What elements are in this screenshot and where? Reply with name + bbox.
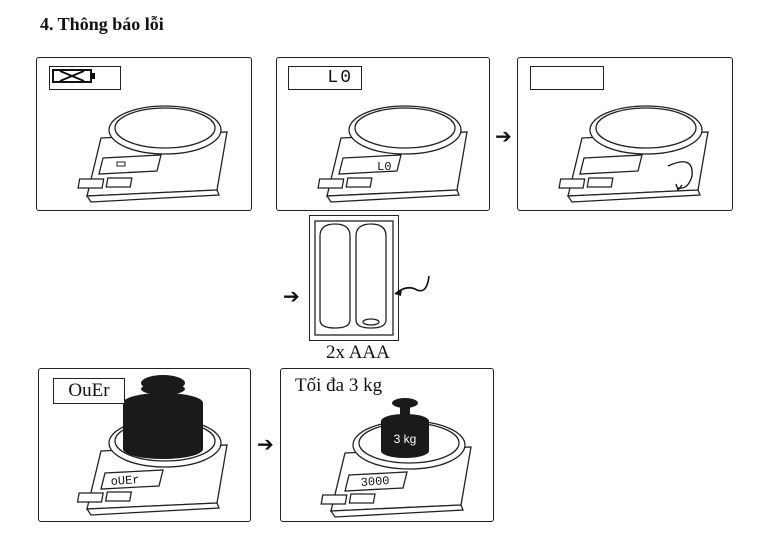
- scale-illustration: [77, 105, 228, 203]
- scale-lcd-text: L0: [377, 160, 391, 174]
- weight-label: 3 kg: [394, 432, 417, 446]
- panel-power-off: [517, 57, 733, 211]
- arrow-right-icon: ➔: [257, 432, 274, 456]
- display-readout: L0: [288, 66, 362, 90]
- low-battery-icon: [52, 69, 95, 83]
- display-readout: [49, 66, 121, 90]
- display-text: L0: [327, 68, 353, 88]
- panel-low-indicator: L0 L0: [276, 57, 490, 211]
- battery-caption: 2x AAA: [326, 342, 390, 363]
- max-capacity-label: Tối đa 3 kg: [295, 375, 383, 396]
- section-title: 4. Thông báo lỗi: [40, 14, 164, 34]
- panel-max-capacity: 3 kg 3000 Tối đa 3 kg: [280, 368, 494, 522]
- display-text: OuEr: [68, 380, 110, 401]
- scale-illustration: 3 kg 3000: [320, 398, 472, 518]
- scale-lcd-text: 3000: [360, 474, 390, 490]
- weight-icon: [381, 398, 429, 458]
- battery-illustration: [314, 220, 394, 336]
- rotate-arrow-icon: [667, 161, 693, 189]
- arrow-right-icon: ➔: [283, 284, 300, 308]
- scale-illustration: L0: [317, 105, 468, 203]
- panel-overload: oUEr OuEr: [38, 368, 251, 522]
- display-readout: OuEr: [53, 378, 125, 404]
- display-readout: [530, 66, 604, 90]
- scale-lcd-text: oUEr: [110, 473, 140, 489]
- cable-icon: [394, 275, 430, 296]
- scale-illustration: [558, 105, 709, 203]
- weight-icon: [123, 375, 203, 459]
- battery-compartment: [309, 215, 399, 341]
- panel-low-battery: [36, 57, 252, 211]
- arrow-right-icon: ➔: [495, 124, 512, 148]
- scale-illustration: oUEr: [76, 375, 228, 516]
